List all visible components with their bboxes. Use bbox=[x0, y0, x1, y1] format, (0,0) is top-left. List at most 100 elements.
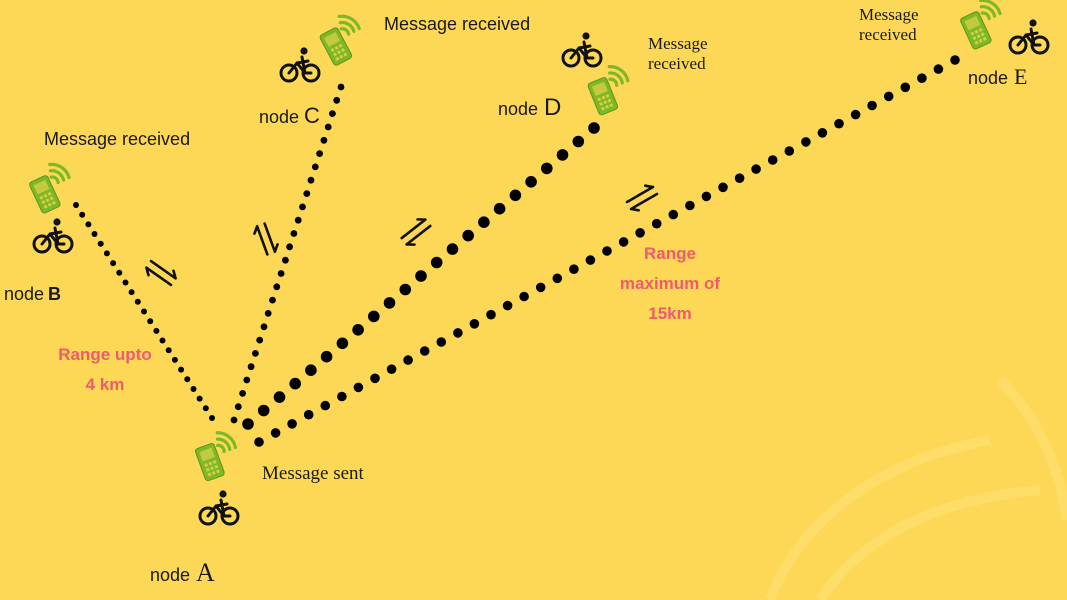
link-paths bbox=[73, 55, 960, 447]
link-dot bbox=[556, 149, 569, 161]
link-dot bbox=[277, 270, 285, 277]
link-dot bbox=[282, 256, 289, 264]
link-dot bbox=[110, 260, 117, 267]
link-dot bbox=[552, 273, 563, 284]
link-dot bbox=[602, 246, 612, 256]
link-dot bbox=[329, 110, 336, 117]
link-dot bbox=[519, 291, 529, 302]
link-dot bbox=[303, 409, 314, 420]
link-dot bbox=[311, 163, 319, 171]
link-dot bbox=[320, 350, 333, 363]
link-dot bbox=[147, 318, 154, 325]
link-dot bbox=[134, 298, 141, 305]
link-dot bbox=[196, 395, 203, 402]
link-dot bbox=[588, 122, 600, 134]
link-dot bbox=[462, 229, 475, 242]
link-dot bbox=[243, 376, 251, 384]
link-a-e bbox=[254, 55, 960, 447]
link-dot bbox=[353, 382, 364, 393]
link-dot bbox=[256, 336, 264, 344]
range-long-label: Range maximum of 15km bbox=[619, 244, 721, 323]
link-dot bbox=[159, 337, 166, 344]
link-dot bbox=[324, 123, 332, 131]
range-short-label: Range upto 4 km bbox=[58, 345, 152, 394]
node-d-phone-icon bbox=[582, 60, 638, 118]
link-dot bbox=[493, 202, 506, 215]
node-a-phone-icon bbox=[190, 426, 245, 484]
link-dot bbox=[260, 323, 268, 331]
link-dot bbox=[734, 173, 745, 183]
link-dot bbox=[273, 391, 286, 403]
link-dot bbox=[153, 327, 160, 334]
range-arrow-b bbox=[142, 255, 180, 291]
link-dot bbox=[900, 82, 911, 93]
link-dot bbox=[252, 350, 259, 357]
link-dot bbox=[254, 437, 264, 447]
link-dot bbox=[128, 289, 135, 296]
link-dot bbox=[585, 255, 596, 265]
link-dot bbox=[337, 391, 347, 402]
link-dot bbox=[85, 221, 92, 228]
link-dot bbox=[289, 377, 302, 390]
link-dot bbox=[184, 376, 191, 383]
link-a-b bbox=[73, 202, 215, 421]
link-dot bbox=[264, 310, 272, 317]
link-dot bbox=[569, 264, 579, 275]
range-arrow-c bbox=[251, 220, 281, 258]
link-dot bbox=[307, 176, 315, 184]
link-dot bbox=[436, 337, 447, 347]
node-b-status: Message received bbox=[44, 129, 191, 149]
link-dot bbox=[320, 136, 328, 144]
link-dot bbox=[478, 216, 490, 228]
link-dot bbox=[933, 64, 944, 74]
link-dot bbox=[883, 91, 894, 102]
node-c-phone-icon bbox=[313, 9, 372, 68]
link-dot bbox=[502, 300, 513, 311]
link-dot bbox=[230, 416, 238, 424]
range-arrow-d bbox=[397, 214, 435, 250]
link-dot bbox=[486, 309, 496, 320]
link-dot bbox=[950, 55, 960, 65]
link-dot bbox=[320, 400, 331, 411]
link-dot bbox=[79, 211, 86, 218]
link-dot bbox=[701, 191, 712, 202]
link-dot bbox=[509, 189, 522, 202]
node-c-status: Message received bbox=[384, 14, 531, 34]
node-d-bicycle-icon bbox=[561, 30, 603, 68]
link-dot bbox=[333, 96, 341, 104]
link-dot bbox=[299, 203, 306, 211]
link-dot bbox=[383, 297, 396, 309]
link-a-c bbox=[230, 83, 345, 424]
link-dot bbox=[103, 250, 110, 257]
link-dot bbox=[446, 243, 459, 255]
link-dot bbox=[403, 355, 413, 365]
link-dot bbox=[850, 109, 861, 120]
link-dot bbox=[239, 390, 247, 397]
link-dot bbox=[817, 128, 828, 138]
node-e-status: Message received bbox=[859, 5, 919, 45]
link-dot bbox=[469, 319, 480, 329]
node-e-phone-icon bbox=[954, 0, 1012, 52]
link-dot bbox=[91, 231, 98, 237]
link-dot bbox=[305, 364, 317, 377]
link-dot bbox=[535, 282, 546, 293]
link-dot bbox=[269, 296, 276, 304]
node-a-bicycle-icon bbox=[198, 488, 240, 526]
link-dot bbox=[370, 373, 380, 384]
node-b-phone-icon bbox=[23, 157, 81, 216]
link-dot bbox=[801, 137, 811, 147]
link-dot bbox=[171, 356, 178, 363]
link-dot bbox=[368, 310, 380, 323]
link-dot bbox=[234, 403, 242, 411]
link-dot bbox=[834, 118, 844, 129]
link-dot bbox=[718, 182, 728, 193]
link-dot bbox=[202, 405, 209, 412]
link-dot bbox=[541, 162, 553, 175]
link-dot bbox=[286, 243, 293, 251]
